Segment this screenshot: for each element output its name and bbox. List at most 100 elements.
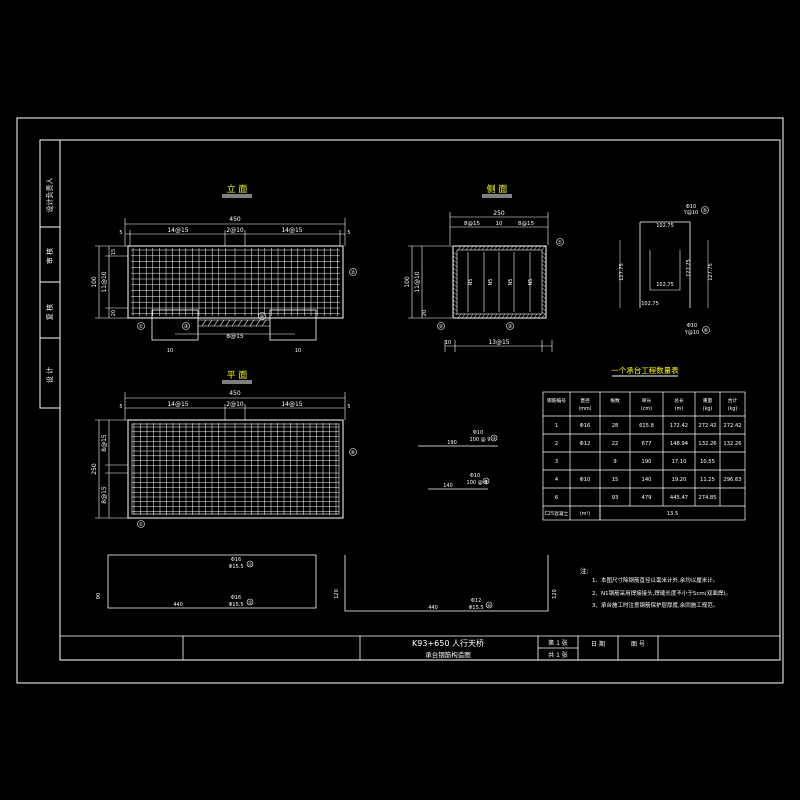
front-dim-bottom-span: 8@15 — [226, 333, 244, 340]
side-hatch-top — [493, 245, 498, 251]
side-rebar-label-2: N5 — [488, 279, 494, 286]
side-hatch-bottom — [533, 313, 538, 319]
side-hatch-top — [477, 245, 482, 251]
bar2-spacing: Φ15.5 — [228, 602, 243, 608]
detail-mark-5: ⑤ — [703, 208, 707, 214]
side-hatch-right — [541, 311, 547, 316]
detail-bottom-spec: Φ10 — [687, 323, 697, 329]
side-hatch-top — [513, 245, 518, 251]
table-cell: 15 — [612, 477, 619, 483]
side-hatch-right — [541, 255, 547, 260]
plan-dim-v2: 8@15 — [101, 486, 108, 504]
note-1: 1、本图尺寸除钢筋直径以毫米计外,余均以厘米计。 — [592, 576, 718, 584]
plan-horizontal-rebars — [132, 426, 339, 512]
side-hatch-bottom — [521, 313, 526, 319]
side-hatch-bottom — [493, 313, 498, 319]
table-cell: 479 — [642, 495, 652, 501]
detail-mark-6: ⑥ — [704, 328, 709, 334]
detail-dim-v1: 127.75 — [619, 263, 625, 281]
side-hatch-right — [541, 291, 547, 296]
front-mark-2: ② — [351, 270, 356, 276]
detail-dim-bottom: 102.75 — [641, 301, 659, 307]
bar3-len: 190 — [447, 440, 457, 446]
front-dim-left: 14@15 — [167, 227, 188, 234]
side-dim-10: 10 — [445, 340, 451, 346]
side-dim-total: 250 — [493, 210, 505, 217]
table-header: 钢筋编号 — [547, 397, 566, 404]
side-hatch-left — [452, 311, 458, 316]
sidebar-label-3: 复 核 — [45, 304, 54, 320]
side-rebar-label-1: N5 — [468, 279, 474, 286]
side-hatch-top — [485, 245, 490, 251]
detail-bottom-spacing: Y@10 — [684, 330, 699, 336]
table-grid — [542, 391, 746, 521]
side-hatch-top — [525, 245, 530, 251]
bar4-len: 140 — [443, 483, 453, 489]
notes-title: 注: — [580, 566, 589, 575]
plan-mark-6: ⑥ — [351, 450, 356, 456]
table-header: 直径 — [580, 397, 590, 404]
side-hatch-bottom — [465, 313, 470, 319]
side-hatch-bottom — [505, 313, 510, 319]
side-hatch-bottom — [517, 313, 522, 319]
bar1-mark: ① — [248, 562, 252, 568]
front-dim-edge-l: 5 — [119, 230, 122, 236]
side-dim-bottom-span: 13@15 — [488, 339, 509, 346]
side-hatch-bottom — [497, 313, 502, 319]
table-header-unit: (mm) — [578, 406, 591, 412]
table-border — [542, 391, 746, 521]
side-hatch-left — [452, 283, 458, 288]
side-hatch-top — [521, 245, 526, 251]
side-hatch-bottom — [529, 313, 534, 319]
side-hatch-top — [537, 245, 542, 251]
side-elevation: 侧 面 250 8@15 10 8@15 100 11@10 N5 N5 N5 … — [404, 183, 564, 352]
side-hatch-top — [517, 245, 522, 251]
front-mark-3: ③ — [184, 324, 188, 330]
side-hatch-right — [541, 271, 547, 276]
table-title: 一个承台工程数量表 — [611, 365, 679, 375]
front-elevation: 立 面 450 14@15 2@10 14@15 5 5 100 11@10 1… — [91, 183, 357, 354]
bar3-spec: Φ10 — [473, 430, 483, 436]
side-hatch-left — [452, 271, 458, 276]
table-cell: 677 — [642, 441, 652, 447]
side-hatch-top — [465, 245, 470, 251]
bar-sketches-small: 190 Φ10 100 @ 9 ③ 140 Φ10 100 @ 9 ④ — [418, 430, 498, 490]
sheet-no: 第 1 张 — [548, 639, 568, 647]
side-hatch-bottom — [525, 313, 530, 319]
drawing-no-label: 图 号 — [631, 641, 645, 648]
side-hatch-left — [452, 275, 458, 280]
front-dim-top: 15 — [111, 249, 117, 255]
front-bottom-hatch — [198, 319, 270, 327]
side-hatch-top — [473, 245, 478, 251]
table-cell: Φ10 — [580, 477, 591, 483]
front-dim-bottom: 20 — [111, 310, 117, 316]
bar1-len: 440 — [173, 602, 183, 608]
front-title: 立 面 — [227, 183, 248, 195]
side-title: 侧 面 — [487, 183, 508, 195]
side-dim-20: 20 — [422, 310, 428, 316]
side-hatch-right — [541, 295, 547, 300]
table-cell: 172.42 — [670, 423, 688, 429]
table-header-unit: (m) — [675, 406, 684, 412]
bar1-spec: Φ16 — [231, 557, 241, 563]
bar2-mark: ② — [248, 600, 252, 606]
side-hatch-right — [541, 263, 547, 268]
plan-dim-right: 14@15 — [281, 401, 302, 408]
table-cell: 6 — [555, 495, 558, 501]
table-header-unit: (cm) — [641, 406, 652, 412]
side-dim-height-inner: 11@10 — [414, 271, 421, 292]
side-hatch-right — [541, 307, 547, 312]
front-dim-total: 450 — [229, 216, 241, 223]
side-hatch-top — [509, 245, 514, 251]
front-dim-mid: 2@10 — [226, 227, 244, 234]
bar6-left: 120 — [334, 589, 340, 599]
side-hatch-bottom — [461, 313, 466, 319]
table-concrete-value: 13.5 — [667, 511, 679, 517]
side-dim-height: 100 — [404, 276, 411, 288]
bar4-mark: ④ — [484, 479, 488, 485]
side-hatch-top — [461, 245, 466, 251]
table-cell: 3 — [555, 459, 558, 465]
side-hatch-top — [541, 245, 546, 251]
front-dim-10-l: 10 — [167, 348, 173, 354]
